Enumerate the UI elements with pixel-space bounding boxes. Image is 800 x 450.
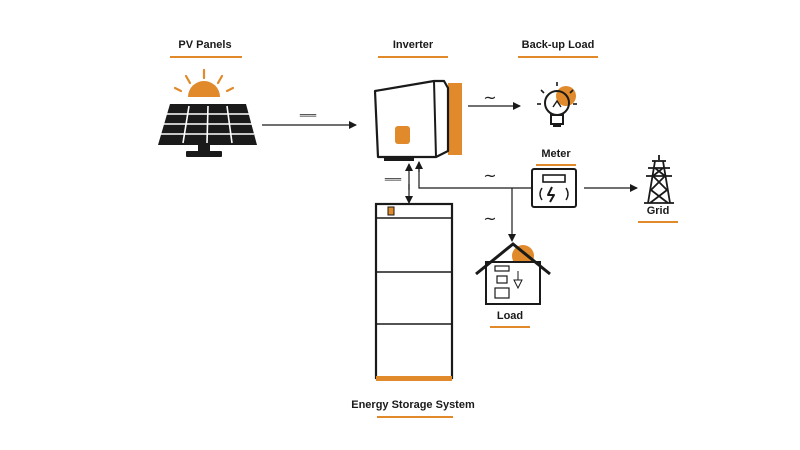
house-icon	[475, 242, 551, 305]
ac-symbol-backup: ~	[483, 88, 497, 107]
light-bulb-icon	[537, 82, 577, 127]
power-tower-icon	[644, 155, 674, 204]
energy-storage-label: Energy Storage System	[351, 399, 475, 411]
grid-label: Grid	[646, 205, 670, 217]
backup-load-underline	[518, 56, 598, 58]
load-underline	[490, 326, 530, 328]
solar-panel-icon	[158, 104, 257, 157]
inverter-to-meter-line	[418, 162, 531, 189]
meter-icon	[531, 168, 577, 208]
energy-storage-underline	[377, 416, 453, 418]
dc-symbol-battery: ═══	[384, 175, 402, 186]
pv-panels-label: PV Panels	[178, 39, 232, 51]
meter-label: Meter	[541, 148, 571, 160]
inverter-label: Inverter	[392, 39, 434, 51]
backup-load-label: Back-up Load	[521, 39, 595, 51]
ac-symbol-load: ~	[483, 209, 497, 228]
dc-symbol-pv: ═══	[299, 111, 317, 122]
ac-symbol-meter: ~	[483, 166, 497, 185]
grid-underline	[638, 221, 678, 223]
meter-underline	[536, 164, 576, 166]
inverter-underline	[378, 56, 448, 58]
load-label: Load	[496, 310, 524, 322]
battery-cabinet-icon	[374, 202, 454, 381]
sun-icon	[173, 68, 235, 97]
inverter-icon	[373, 79, 462, 161]
pv-panels-underline	[170, 56, 242, 58]
